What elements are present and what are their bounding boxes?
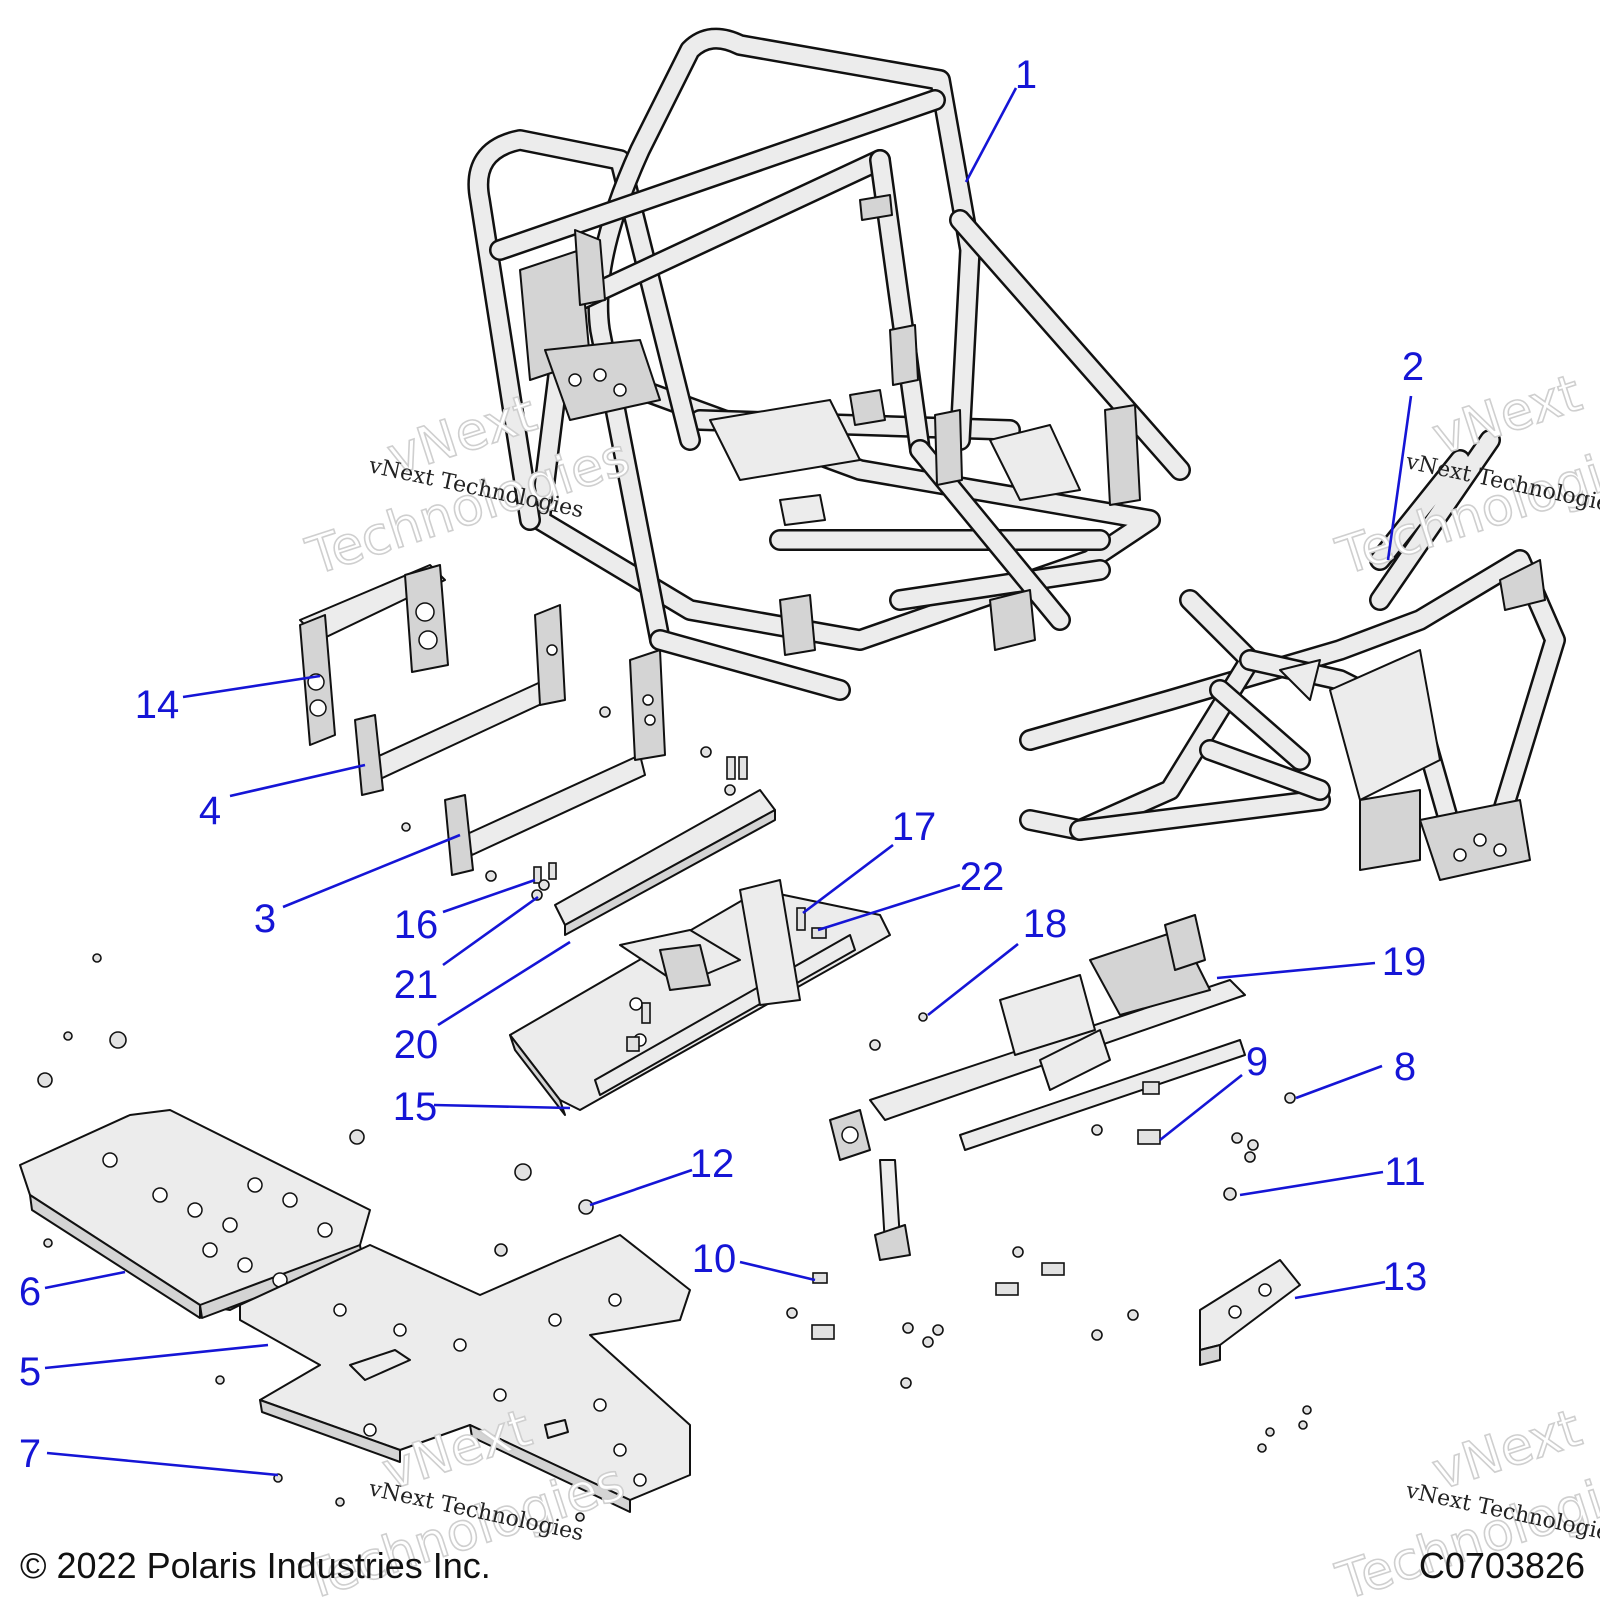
callout-5: 5 bbox=[19, 1350, 41, 1394]
callout-22: 22 bbox=[960, 855, 1005, 899]
callout-7: 7 bbox=[19, 1432, 41, 1476]
footer: © 2022 Polaris Industries Inc. C0703826 bbox=[20, 1545, 1585, 1586]
callout-20: 20 bbox=[394, 1023, 439, 1067]
main-frame bbox=[467, 27, 1191, 701]
leader-15 bbox=[433, 1103, 571, 1110]
drawing-id: C0703826 bbox=[1419, 1545, 1585, 1586]
bracket-4 bbox=[354, 604, 566, 796]
callout-13: 13 bbox=[1383, 1255, 1428, 1299]
callout-8: 8 bbox=[1394, 1045, 1416, 1089]
callout-3: 3 bbox=[254, 897, 276, 941]
callout-9: 9 bbox=[1246, 1040, 1268, 1084]
leader-22 bbox=[817, 883, 961, 932]
leader-19 bbox=[1216, 961, 1376, 980]
subframe-15 bbox=[509, 879, 891, 1116]
callout-11: 11 bbox=[1384, 1150, 1426, 1194]
leader-16 bbox=[442, 878, 536, 914]
leader-4 bbox=[229, 763, 366, 798]
copyright-text: © 2022 Polaris Industries Inc. bbox=[20, 1545, 491, 1586]
leader-9 bbox=[1159, 1073, 1243, 1142]
skid-plate-6 bbox=[19, 1109, 371, 1319]
leader-20 bbox=[437, 940, 571, 1027]
leader-3 bbox=[282, 833, 461, 909]
leader-1 bbox=[964, 87, 1018, 183]
callout-18: 18 bbox=[1023, 902, 1068, 946]
rail-20 bbox=[554, 789, 776, 936]
leader-2 bbox=[1386, 395, 1413, 561]
front-frame bbox=[1019, 429, 1566, 881]
bracket-14 bbox=[299, 564, 449, 746]
callout-6: 6 bbox=[19, 1270, 41, 1314]
bracket-3 bbox=[444, 649, 666, 876]
callout-1: 1 bbox=[1015, 53, 1037, 97]
callout-19: 19 bbox=[1382, 940, 1427, 984]
leader-10 bbox=[739, 1260, 816, 1282]
leader-14 bbox=[182, 674, 321, 699]
callout-14: 14 bbox=[135, 683, 180, 727]
leader-8 bbox=[1295, 1064, 1383, 1100]
leader-13 bbox=[1294, 1280, 1386, 1300]
skid-plate-5 bbox=[239, 1234, 691, 1513]
callout-15: 15 bbox=[393, 1085, 438, 1129]
callout-17: 17 bbox=[892, 805, 937, 849]
leader-12 bbox=[589, 1168, 693, 1207]
bracket-13 bbox=[1199, 1259, 1301, 1366]
callout-21: 21 bbox=[394, 963, 439, 1007]
subframe-19 bbox=[829, 914, 1246, 1261]
callout-4: 4 bbox=[199, 789, 221, 833]
leader-21 bbox=[442, 895, 539, 967]
leader-5 bbox=[44, 1343, 269, 1370]
leader-6 bbox=[44, 1270, 126, 1290]
callout-2: 2 bbox=[1402, 345, 1424, 389]
watermark-word-top: vNext bbox=[1425, 363, 1588, 467]
callout-numbers: 1 2 3 4 5 6 7 8 9 10 11 12 13 14 15 16 1… bbox=[19, 53, 1427, 1476]
callout-10: 10 bbox=[692, 1237, 737, 1281]
leader-18 bbox=[927, 942, 1019, 1017]
callout-12: 12 bbox=[690, 1142, 735, 1186]
leader-7 bbox=[46, 1451, 279, 1477]
leader-17 bbox=[802, 843, 894, 915]
leader-lines bbox=[44, 87, 1413, 1477]
leader-11 bbox=[1239, 1170, 1384, 1197]
hardware bbox=[37, 706, 1312, 1522]
callout-16: 16 bbox=[394, 903, 439, 947]
